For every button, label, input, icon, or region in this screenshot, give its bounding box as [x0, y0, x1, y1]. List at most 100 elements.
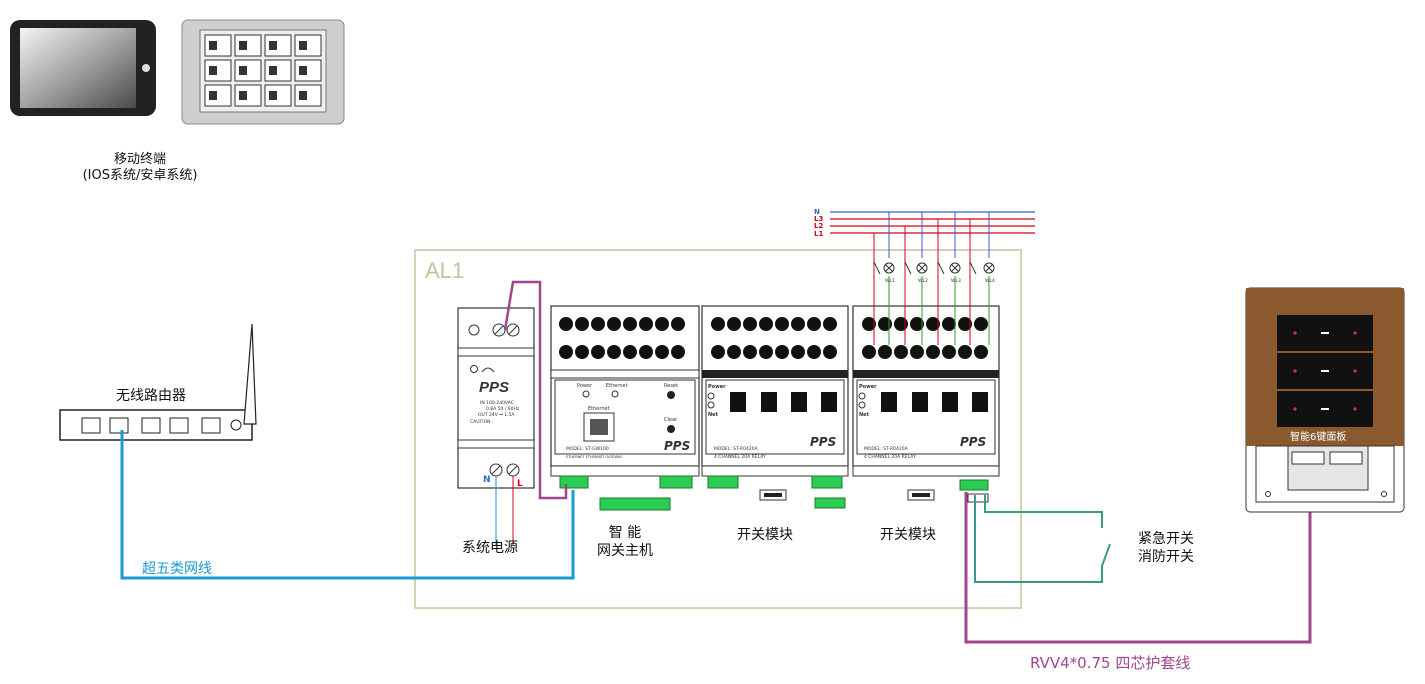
emergency-label-line2: 消防开关 — [1138, 549, 1194, 565]
terminal-screw — [575, 345, 589, 359]
load-wiring — [873, 212, 990, 345]
switch-module-1-label: 开关模块 — [737, 527, 793, 543]
power-supply-label: 系统电源 — [462, 540, 518, 556]
relay2-model: MODEL: ST-R0420A — [864, 446, 909, 452]
relay1-model: MODEL: ST-R0420A — [714, 446, 759, 452]
terminal-screw — [743, 345, 757, 359]
relay1-net: Net — [708, 412, 719, 418]
touch-key-glyph — [269, 41, 277, 50]
touch-key-glyph — [239, 66, 247, 75]
touch-key — [264, 84, 292, 107]
lamp-icon — [883, 262, 995, 274]
touch-key — [294, 84, 322, 107]
tablet-icon — [10, 20, 156, 116]
relay1-power: Power — [708, 384, 726, 390]
gateway-power-led: Power — [577, 383, 593, 389]
terminal-screw — [926, 317, 940, 331]
touch-screen-icon — [181, 19, 345, 125]
rvv-cable-label: RVV4*0.75 四芯护套线 — [1030, 654, 1191, 672]
terminal-screw — [910, 317, 924, 331]
mobile-label-line1: 移动终端 — [113, 152, 166, 167]
lamp-label-2: WL2 — [918, 278, 928, 284]
terminal-screw — [775, 345, 789, 359]
line-n: N — [814, 208, 820, 216]
gateway-label: 智 能 网关主机 — [580, 524, 670, 560]
terminal-screw — [878, 317, 892, 331]
gateway-module: Power Ethernet Reset Clear Ethernet PPS … — [550, 305, 700, 511]
rvv-cable — [964, 465, 1312, 644]
gateway-reset: Reset — [664, 383, 678, 389]
psu-in: IN 100-240VAC — [480, 400, 514, 406]
terminal-screw — [607, 345, 621, 359]
gateway-model: MODEL: ST-GW100 — [566, 446, 609, 452]
line-l3: L3 — [814, 215, 823, 223]
relay-module-1: Power Net PPS MODEL: ST-R0420A 4 CHANNEL… — [701, 305, 849, 509]
terminal-screw — [727, 317, 741, 331]
router-icon — [59, 409, 253, 441]
terminal-screw — [926, 345, 940, 359]
terminal-screw — [823, 345, 837, 359]
mobile-label-line2: (IOS系统/安卓系统) — [82, 168, 198, 183]
terminal-screw — [559, 317, 573, 331]
psu-to-gateway-cable — [503, 280, 568, 500]
relay2-brand: PPS — [960, 435, 986, 449]
svg-text:N: N — [483, 475, 491, 485]
lamp-label-3: WL3 — [951, 278, 961, 284]
terminal-screw — [743, 317, 757, 331]
lamp-label-1: WL1 — [885, 278, 895, 284]
touch-key — [294, 59, 322, 82]
touch-key — [234, 34, 262, 57]
terminal-screw — [942, 345, 956, 359]
touch-key — [204, 59, 232, 82]
terminal-screw — [655, 317, 669, 331]
ethernet-cable-label: 超五类网线 — [142, 561, 212, 577]
terminal-screw — [942, 317, 956, 331]
touch-key-glyph — [269, 66, 277, 75]
lamp-labels: WL1 WL2 WL3 WL4 — [885, 278, 995, 284]
relay2-desc: 4 CHANNEL 20A RELAY — [864, 454, 916, 460]
terminal-screw — [862, 317, 876, 331]
terminal-screw — [775, 317, 789, 331]
enclosure-label: AL1 — [425, 258, 464, 283]
terminal-screw — [727, 345, 741, 359]
relay1-brand: PPS — [810, 435, 836, 449]
line-l1: L1 — [814, 230, 823, 238]
emergency-label-line1: 紧急开关 — [1138, 531, 1194, 547]
terminal-screw — [862, 345, 876, 359]
emergency-wire — [974, 495, 1111, 583]
panel-label: 智能6键面板 — [1290, 432, 1347, 443]
terminal-screw — [639, 345, 653, 359]
relay2-power: Power — [859, 384, 877, 390]
touch-key — [264, 59, 292, 82]
terminal-screw — [791, 317, 805, 331]
power-supply: PPS IN 100-240VAC 0.8A 50 / 60Hz OUT 24V… — [457, 307, 535, 489]
terminal-screw — [711, 317, 725, 331]
enclosure-al1 — [414, 249, 1022, 609]
terminal-screw — [958, 317, 972, 331]
terminal-screw — [807, 317, 821, 331]
terminal-screw — [575, 317, 589, 331]
ethernet-cable — [120, 430, 575, 580]
mobile-label: 移动终端 (IOS系统/安卓系统) — [80, 152, 200, 184]
router-label: 无线路由器 — [116, 388, 186, 404]
smart-6key-panel — [1245, 287, 1405, 513]
touch-key — [204, 34, 232, 57]
switch-module-2-label: 开关模块 — [880, 527, 936, 543]
svg-text:L: L — [517, 479, 523, 489]
gateway-clear: Clear — [664, 417, 678, 423]
touch-key-glyph — [239, 91, 247, 100]
terminal-screw — [671, 317, 685, 331]
line-l2: L2 — [814, 222, 823, 230]
terminal-screw — [639, 317, 653, 331]
touch-key — [204, 84, 232, 107]
touch-key — [234, 59, 262, 82]
terminal-screw — [607, 317, 621, 331]
relay-module-2: Power Net PPS MODEL: ST-R0420A 4 CHANNEL… — [852, 305, 1000, 503]
relay2-net: Net — [859, 412, 870, 418]
psu-caution: CAUTION : — [470, 419, 493, 425]
terminal-screw — [759, 317, 773, 331]
switch-icon — [873, 261, 977, 275]
terminal-screw — [623, 317, 637, 331]
lamp-label-4: WL4 — [985, 278, 995, 284]
